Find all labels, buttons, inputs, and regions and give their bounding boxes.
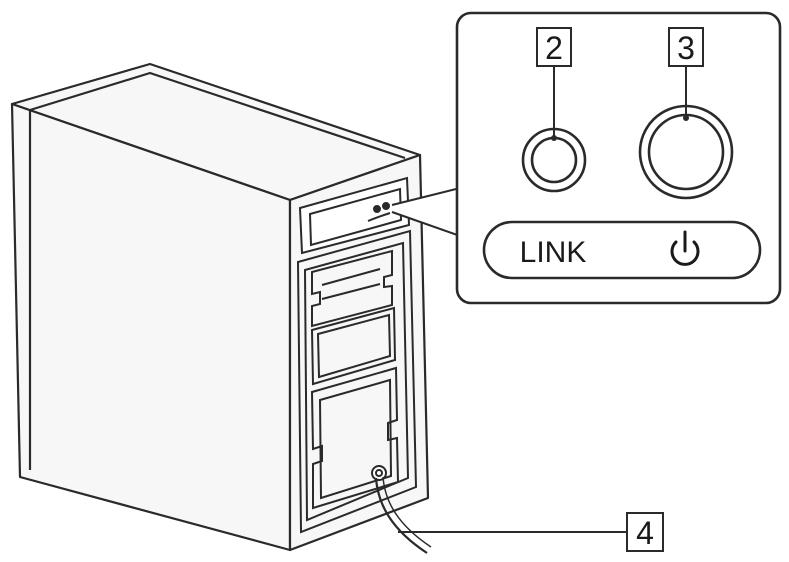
zoom-inset: LINK — [391, 11, 782, 305]
callout-4-box — [626, 512, 664, 552]
bay-slot-1 — [311, 249, 393, 328]
callout-4-number: 4 — [636, 515, 654, 551]
bay-frame-inner — [303, 241, 410, 522]
callout-3-dot — [683, 115, 689, 121]
cable-shade — [382, 476, 432, 548]
front-panel — [296, 176, 418, 534]
callout-4: 4 — [626, 512, 664, 552]
control-strip — [298, 176, 411, 255]
bay-slot-2 — [310, 306, 397, 386]
bay-slot-1-inner — [321, 268, 381, 300]
cable — [374, 477, 428, 554]
case-top-inner-edge — [29, 71, 406, 160]
tower-case — [10, 62, 430, 552]
cable-connector-core — [375, 469, 383, 477]
callout-2: 2 — [536, 27, 572, 67]
power-icon — [670, 230, 700, 266]
cable-connector — [371, 465, 387, 481]
link-label: LINK — [520, 236, 587, 269]
callout-2-number: 2 — [545, 30, 563, 66]
callout-2-box — [536, 27, 572, 67]
bay-slot-2-inner — [316, 313, 392, 379]
bay-frame-outer — [296, 229, 418, 534]
strip-power-dot — [382, 202, 390, 210]
strip-led-marks — [367, 212, 391, 222]
strip-link-dot — [373, 205, 381, 213]
bay-slot-3-inner — [318, 378, 393, 500]
callout-2-dot — [551, 135, 557, 141]
callout-3: 3 — [668, 27, 704, 67]
control-strip-inner — [308, 187, 403, 247]
callout-3-number: 3 — [677, 30, 695, 66]
bay-slot-3 — [310, 366, 400, 510]
callout-3-box — [668, 27, 704, 67]
